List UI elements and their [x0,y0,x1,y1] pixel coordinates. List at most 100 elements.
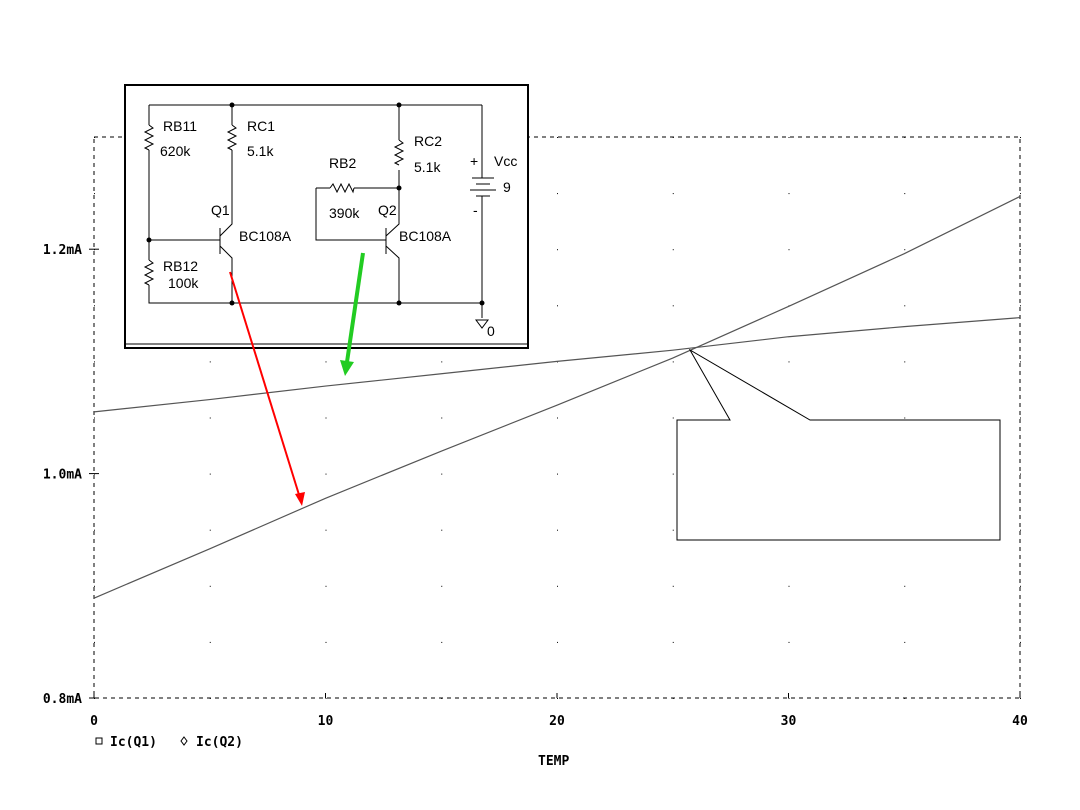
grid-dot [557,417,558,419]
grid-dot [557,305,558,307]
grid-dot [1020,193,1021,195]
grid-dot [672,249,674,251]
grid-dot [94,361,95,363]
vcc-plus: + [470,153,478,169]
x-tick-label: 0 [90,714,98,729]
grid-dot [904,698,906,699]
legend: Ic(Q1) Ic(Q2) [95,735,243,750]
grid-dot [1020,137,1021,138]
legend-square-icon [95,737,103,745]
grid-dot [94,529,95,531]
grid-dot [557,698,558,699]
grid-dot [1020,417,1021,419]
grid-dot [209,361,211,363]
grid-dot [904,585,906,587]
grid-dot [94,641,95,643]
legend-label-q1: Ic(Q1) [110,735,157,750]
grid-dot [672,193,674,195]
grid-dot [672,529,674,531]
q1-model: BC108A [239,228,292,244]
grid-dot [209,529,211,531]
grid-dot [672,361,674,363]
grid-dot [441,529,443,531]
rc1-value: 5.1k [247,143,274,159]
grid-dot [904,193,906,195]
grid-dot [557,193,558,195]
grid-dot [904,417,906,419]
y-tick-label: 1.0mA [43,468,82,483]
grid-dot [441,641,443,643]
grid-dot [904,137,906,138]
grid-dot [788,361,790,363]
circuit-schematic: RB11 620k RC1 5.1k RB12 100k Q1 BC108A R… [124,84,529,349]
grid-dot [209,641,211,643]
rc2-label: RC2 [414,133,442,149]
ground-label: 0 [487,323,495,339]
grid-dot [441,473,443,475]
grid-dot [788,641,790,643]
grid-dot [557,137,558,138]
grid-dot [1020,641,1021,643]
grid-dot [1020,698,1021,699]
q1-label: Q1 [211,202,230,218]
grid-dot [672,585,674,587]
grid-dot [1020,305,1021,307]
legend-label-q2: Ic(Q2) [196,735,243,750]
grid-dot [325,529,327,531]
grid-dot [441,361,443,363]
grid-dot [209,473,211,475]
rb2-label: RB2 [329,155,356,171]
grid-dot [94,417,95,419]
grid-dot [325,417,327,419]
grid-dot [1020,361,1021,363]
x-axis-label: TEMP [538,754,569,769]
q2-model: BC108A [399,228,452,244]
rb12-value: 100k [168,275,199,291]
grid-dot [1020,529,1021,531]
grid-dot [1020,249,1021,251]
arrow-q1 [229,271,305,506]
grid-dot [557,473,558,475]
rc1-label: RC1 [247,118,275,134]
y-tick-label: 1.2mA [43,243,82,258]
grid-dot [672,305,674,307]
grid-dot [788,698,790,699]
vcc-minus: - [473,202,478,218]
grid-dot [441,417,443,419]
grid-dot [94,193,95,195]
grid-dot [325,473,327,475]
x-tick-label: 40 [1012,714,1028,729]
series-line-icq2 [93,317,1021,413]
grid-dot [904,361,906,363]
rb2-value: 390k [329,205,360,221]
grid-dot [441,698,443,699]
grid-dot [325,361,327,363]
rc2-value: 5.1k [414,159,441,175]
grid-dot [788,249,790,251]
grid-dot [557,249,558,251]
vcc-label: Vcc [494,153,517,169]
grid-dot [557,641,558,643]
rb11-value: 620k [160,143,191,159]
grid-dot [325,585,327,587]
rb12-label: RB12 [163,258,198,274]
arrow-q2 [340,252,365,376]
grid-dot [672,473,674,475]
grid-dot [1020,473,1021,475]
grid-dot [557,529,558,531]
grid-dot [94,585,95,587]
grid-dot [788,585,790,587]
grid-dot [1020,585,1021,587]
grid-dot [441,585,443,587]
x-tick-label: 10 [318,714,334,729]
grid-dot [788,137,790,138]
y-tick-label: 0.8mA [43,692,82,707]
grid-dot [672,698,674,699]
grid-dot [904,249,906,251]
grid-dot [94,137,95,138]
callout-box [676,348,1001,541]
grid-dot [209,585,211,587]
vcc-value: 9 [503,179,511,195]
